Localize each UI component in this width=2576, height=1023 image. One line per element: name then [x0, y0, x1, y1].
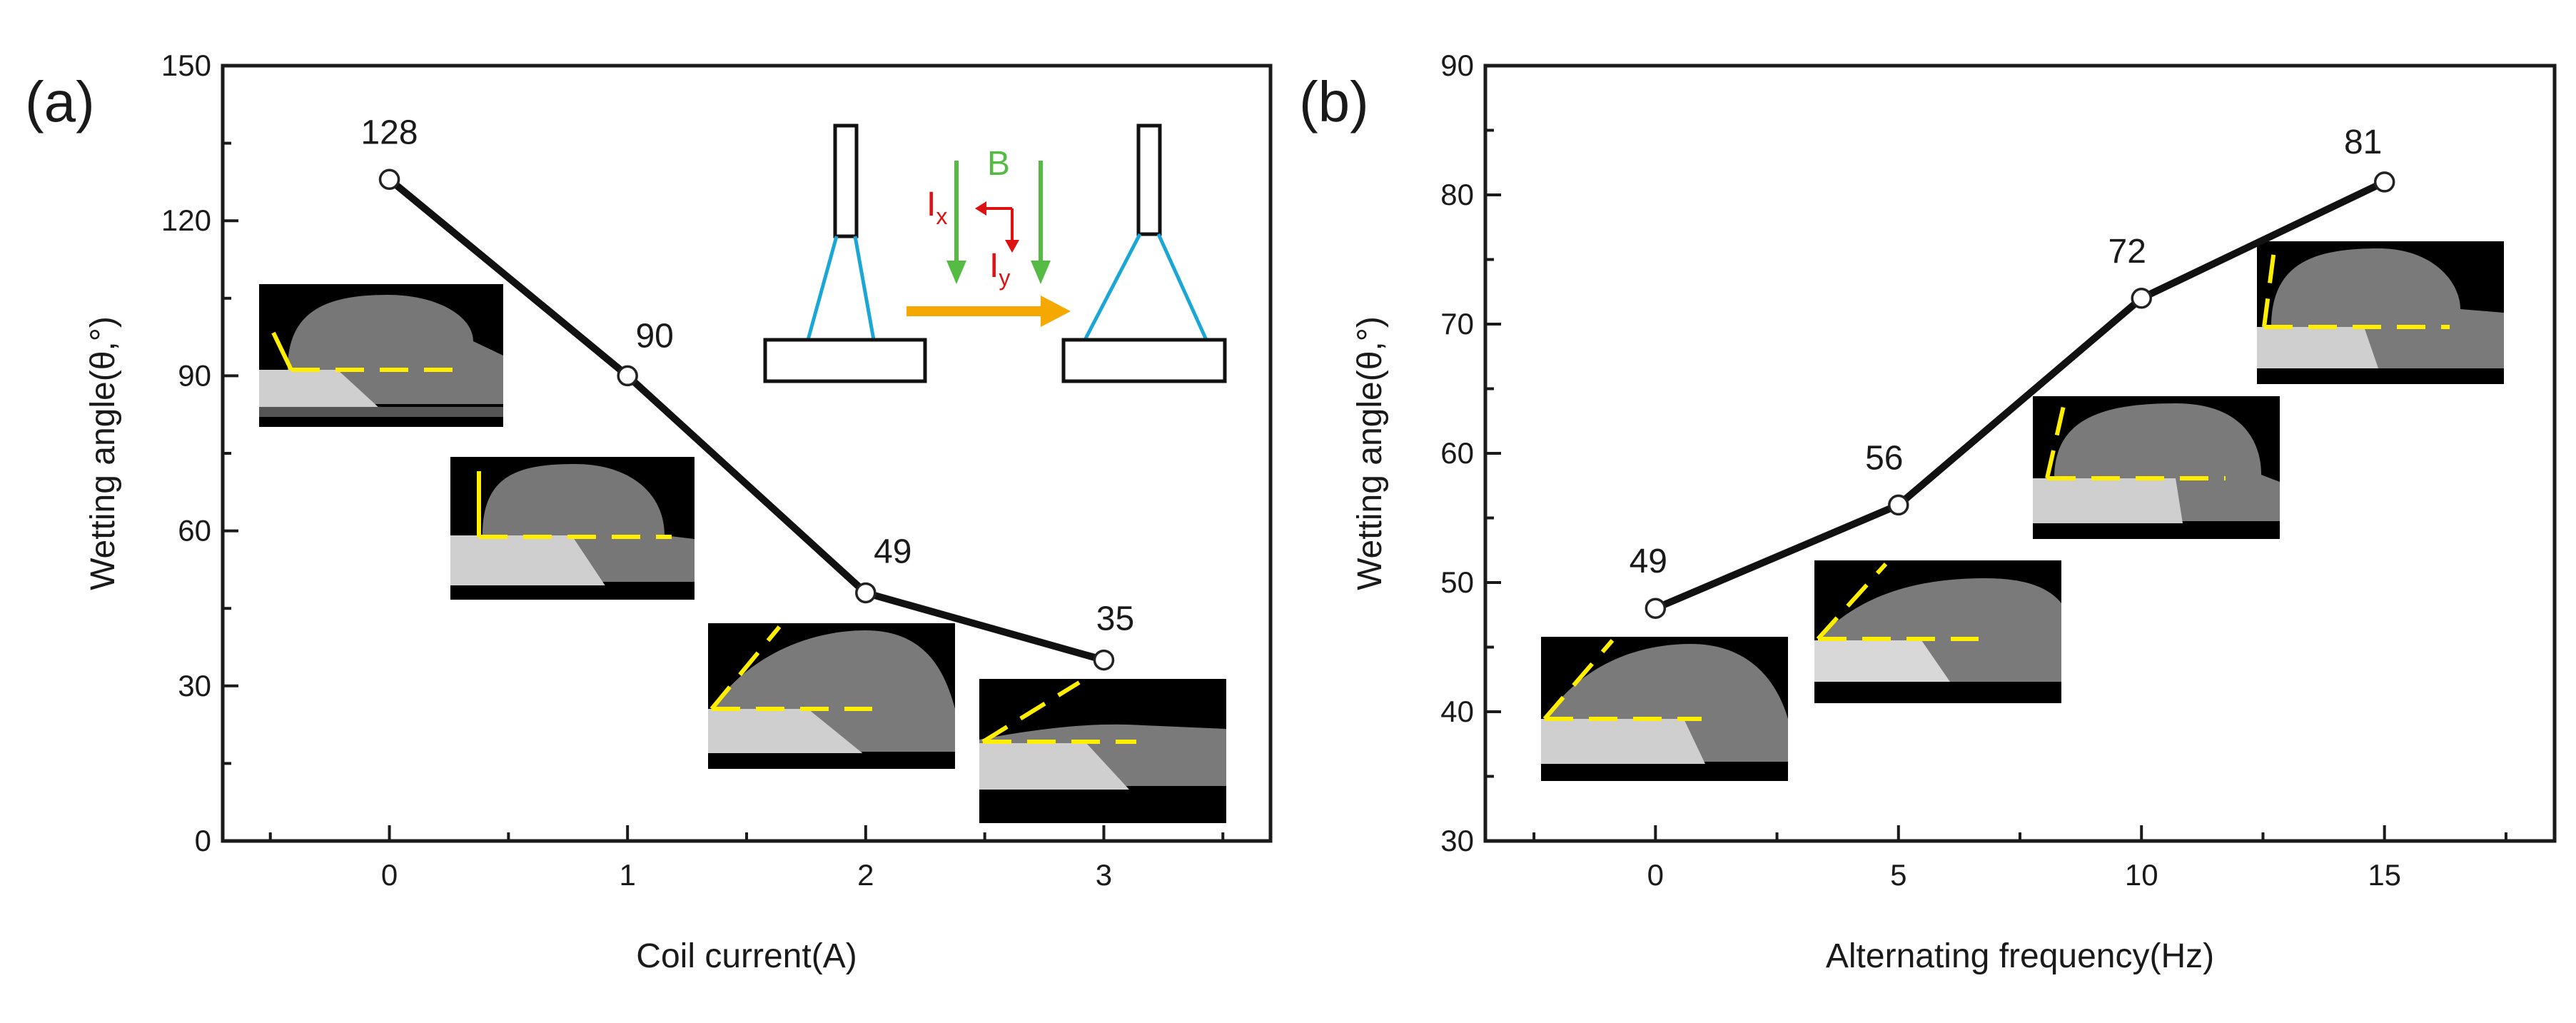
data-points-b: 49 56 72 81: [1630, 124, 2395, 619]
y-tick-label-a: 120: [161, 203, 211, 237]
y-tick-label-a: 150: [161, 49, 211, 82]
x-axis-title-b: Alternating frequency(Hz): [1826, 937, 2214, 975]
y-tick-label-b: 40: [1440, 695, 1474, 728]
y-tick-label-a: 60: [178, 514, 211, 548]
x-tick-label-b: 0: [1647, 858, 1664, 892]
y-tick-label-b: 30: [1440, 824, 1474, 857]
current-direction-arrows: [975, 201, 1019, 253]
y-tick-label-b: 80: [1440, 178, 1474, 211]
micrograph-inset-a-2: [708, 623, 955, 769]
data-point-a: [855, 582, 877, 604]
axis-ticks-b: 30 40 50 60 70 80 90 0 5 10 15: [1440, 49, 2507, 892]
y-tick-label-b: 90: [1440, 49, 1474, 82]
schematic-droplet-before: [763, 124, 927, 383]
data-label-a: 49: [874, 533, 911, 570]
y-axis-title-b: Wetting angle(θ,°): [1351, 316, 1389, 590]
transition-arrow: [906, 296, 1071, 327]
data-label-b: 49: [1630, 543, 1667, 580]
chart-a: 0 30 60 90 120 150 0 1 2 3: [84, 49, 1273, 975]
magnetic-field-arrows: [946, 161, 1051, 284]
data-label-a: 128: [360, 114, 418, 151]
x-axis-title-a: Coil current(A): [636, 937, 857, 975]
micrograph-inset-b-1: [1814, 560, 2061, 703]
data-label-b: 56: [1865, 439, 1903, 477]
y-tick-label-b: 70: [1440, 307, 1474, 341]
data-label-a: 90: [635, 317, 673, 355]
data-point-a: [617, 365, 638, 387]
data-point-b: [2131, 288, 2152, 309]
schematic-droplet-edge-left: [806, 236, 839, 341]
data-point-b: [1645, 598, 1667, 619]
schematic-droplet-edge-left: [1083, 233, 1142, 341]
current-x-label: Ix: [926, 186, 947, 229]
magnetic-field-label: B: [987, 145, 1010, 183]
micrograph-inset-b-3: [2257, 241, 2504, 384]
data-point-a: [378, 168, 400, 191]
current-y-label: Iy: [989, 247, 1010, 291]
y-tick-label-b: 50: [1440, 565, 1474, 599]
series-line-b: [1652, 178, 2388, 613]
data-points-a: 128 90 49 35: [360, 114, 1134, 671]
data-point-a: [1093, 649, 1115, 671]
schematic-electromagnetic-setup: B Ix Iy: [763, 124, 1227, 383]
micrograph-inset-b-0: [1541, 637, 1788, 781]
x-tick-label-a: 2: [857, 858, 874, 892]
x-tick-label-a: 0: [381, 858, 398, 892]
micrograph-inset-a-0: [259, 284, 503, 427]
x-tick-label-b: 10: [2125, 858, 2158, 892]
data-label-a: 35: [1096, 600, 1134, 638]
x-tick-label-a: 3: [1096, 858, 1112, 892]
y-tick-label-a: 30: [178, 669, 211, 702]
panel-label-b: (b): [1299, 70, 1369, 133]
axis-ticks-a: 0 30 60 90 120 150 0 1 2 3: [161, 49, 1225, 892]
y-tick-label-a: 90: [178, 358, 211, 392]
x-tick-label-b: 15: [2368, 858, 2401, 892]
series-line-a: [385, 176, 1108, 664]
schematic-droplet-edge-right: [853, 236, 876, 341]
y-tick-label-a: 0: [195, 824, 211, 857]
data-point-b: [1888, 494, 1909, 516]
schematic-droplet-after: [1061, 124, 1227, 383]
data-label-b: 72: [2108, 233, 2146, 271]
micrograph-inset-a-1: [450, 457, 694, 600]
micrograph-inset-b-2: [2033, 396, 2280, 539]
x-tick-label-b: 5: [1890, 858, 1906, 892]
panel-label-a: (a): [25, 70, 95, 133]
chart-b: 30 40 50 60 70 80 90 0 5 10 15: [1351, 49, 2557, 975]
schematic-droplet-edge-right: [1156, 233, 1208, 341]
data-point-b: [2373, 171, 2395, 193]
data-label-b: 81: [2344, 124, 2382, 161]
micrograph-inset-a-3: [979, 679, 1226, 823]
x-tick-label-a: 1: [620, 858, 636, 892]
y-tick-label-b: 60: [1440, 436, 1474, 470]
y-axis-title-a: Wetting angle(θ,°): [84, 316, 122, 590]
